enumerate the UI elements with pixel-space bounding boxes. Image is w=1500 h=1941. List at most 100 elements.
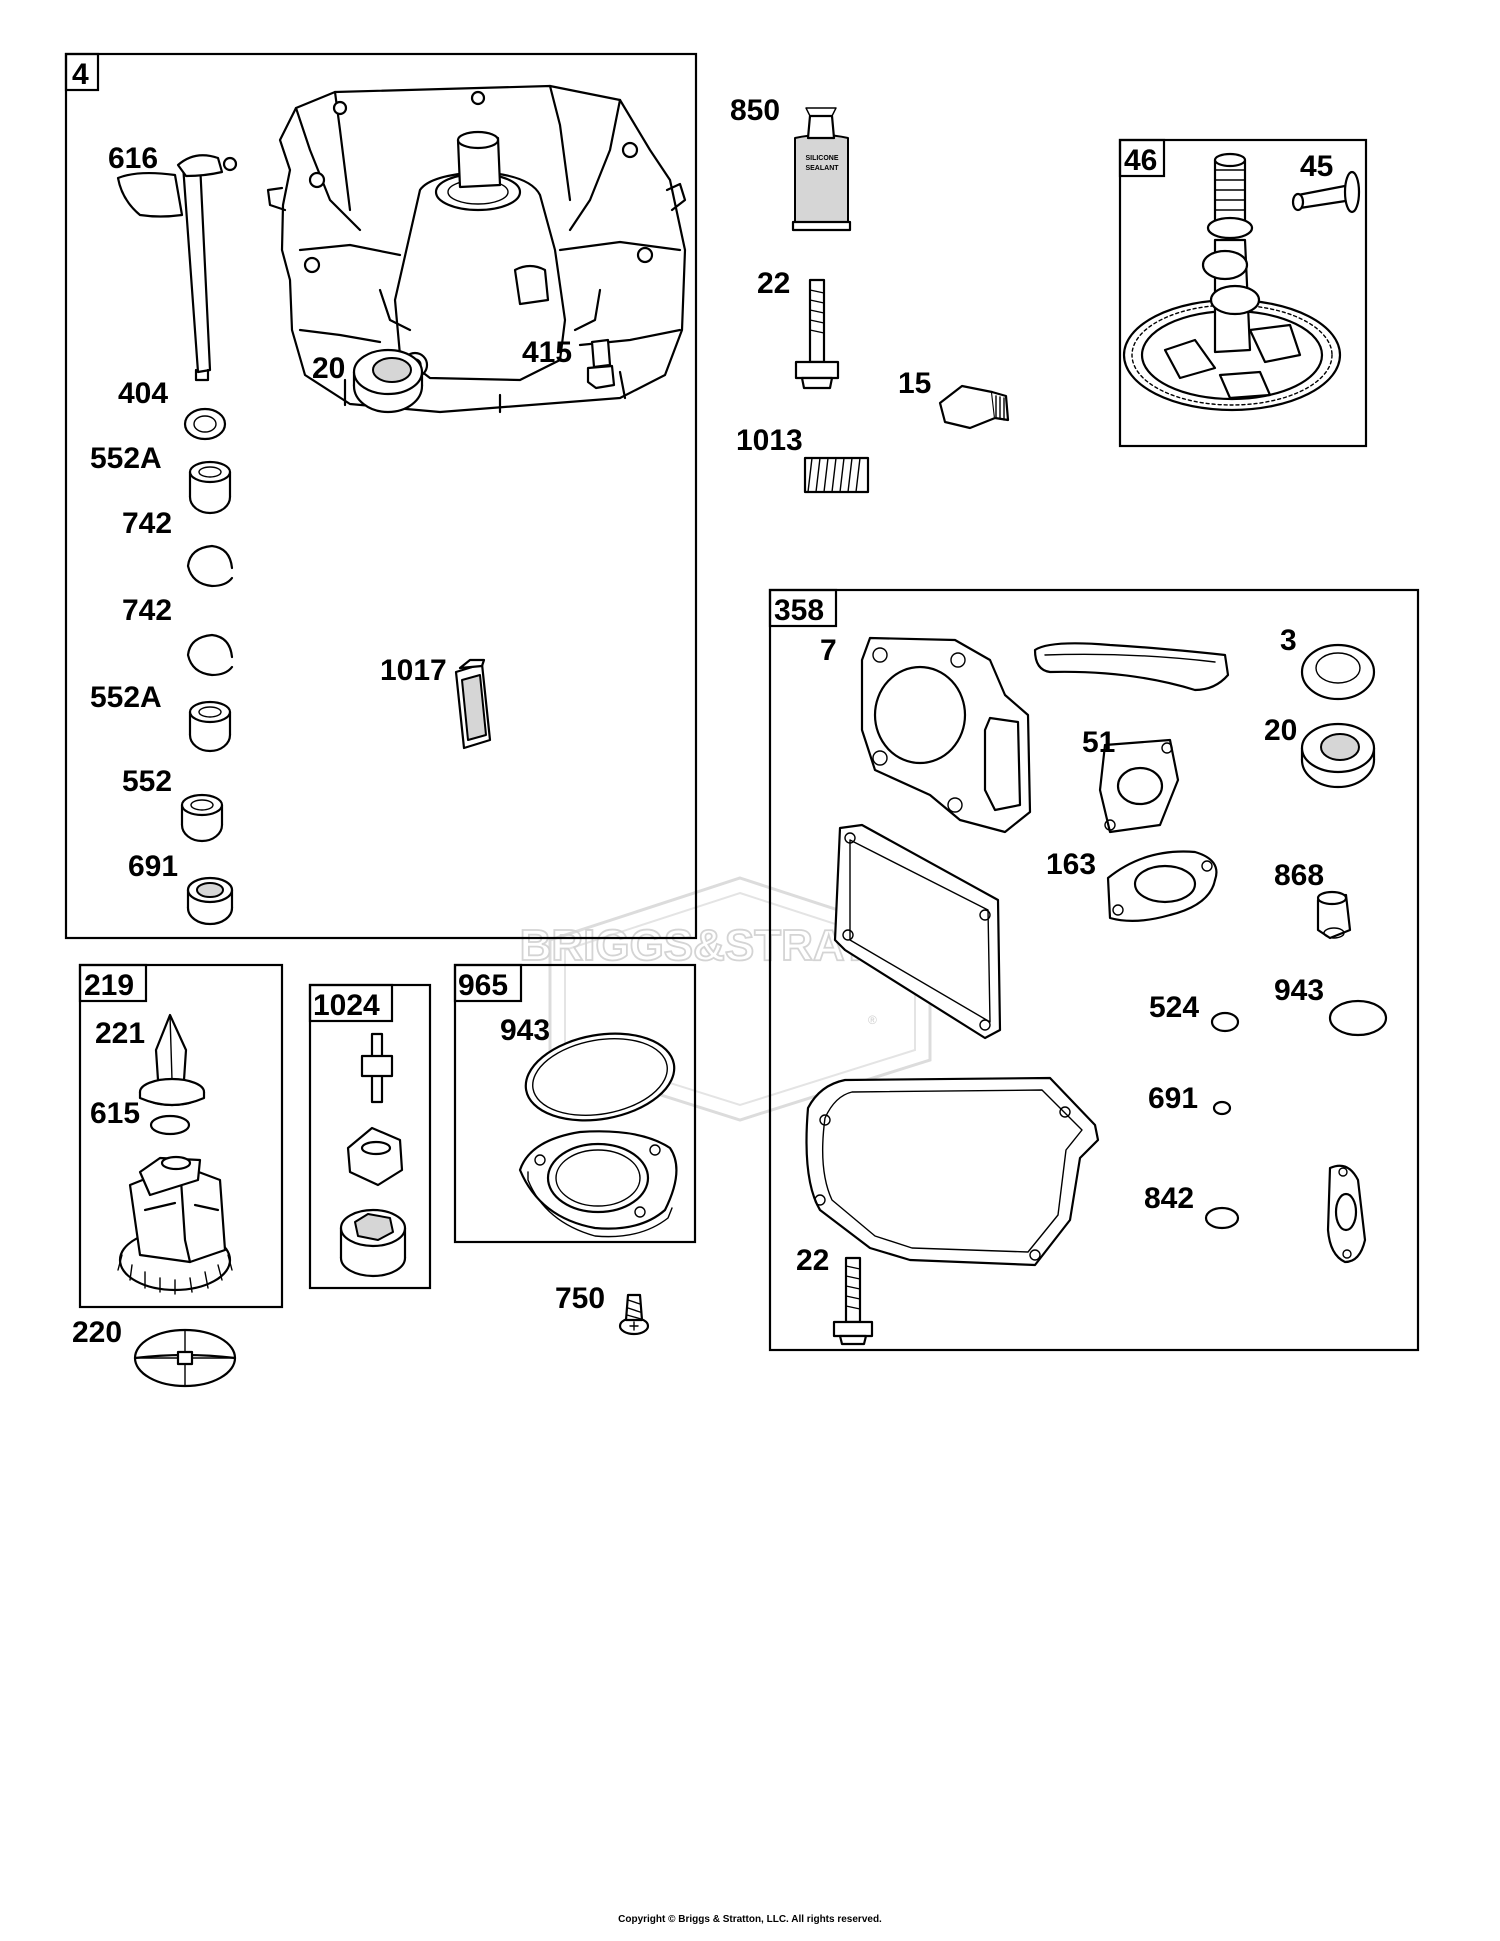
label-1013[interactable]: 1013 bbox=[736, 424, 803, 457]
part-20-oil-seal-gasket-set[interactable] bbox=[1300, 722, 1376, 789]
group-1024: 1024 bbox=[308, 983, 432, 1290]
label-22-gasket-set[interactable]: 22 bbox=[796, 1244, 829, 1277]
group-1024-tag[interactable]: 1024 bbox=[313, 989, 380, 1022]
group-4-tag-box bbox=[64, 52, 100, 92]
part-615-retainer[interactable] bbox=[149, 1114, 191, 1136]
label-404[interactable]: 404 bbox=[118, 377, 168, 410]
label-1017[interactable]: 1017 bbox=[380, 654, 447, 687]
label-691[interactable]: 691 bbox=[128, 850, 178, 883]
group-965-frame bbox=[453, 963, 697, 1244]
part-524-oring[interactable] bbox=[1210, 1011, 1240, 1033]
label-163[interactable]: 163 bbox=[1046, 848, 1096, 881]
group-46-frame bbox=[1118, 138, 1368, 448]
part-842-oring[interactable] bbox=[1204, 1206, 1240, 1230]
group-358: 358 7 3 20 bbox=[768, 588, 1420, 1352]
part-691-small-seal[interactable] bbox=[1212, 1100, 1232, 1116]
sealant-tube-text-2: SEALANT bbox=[805, 165, 839, 172]
part-850-sealant-tube[interactable]: SILICONE SEALANT bbox=[791, 107, 852, 232]
part-51-gasket[interactable] bbox=[1098, 738, 1180, 834]
part-exhaust-gasket[interactable] bbox=[1326, 1164, 1367, 1264]
label-22-top[interactable]: 22 bbox=[757, 267, 790, 300]
group-46-tag[interactable]: 46 bbox=[1124, 144, 1157, 177]
group-1024-tag-box bbox=[308, 983, 394, 1023]
part-7-head-gasket[interactable] bbox=[860, 636, 1032, 834]
label-51[interactable]: 51 bbox=[1082, 726, 1115, 759]
label-220[interactable]: 220 bbox=[72, 1316, 122, 1349]
part-163-gasket[interactable] bbox=[1106, 850, 1218, 922]
watermark-registered-mark: ® bbox=[868, 1013, 877, 1027]
group-4: 4 bbox=[64, 52, 698, 940]
group-219-tag[interactable]: 219 bbox=[84, 969, 134, 1002]
label-868[interactable]: 868 bbox=[1274, 859, 1324, 892]
label-750[interactable]: 750 bbox=[555, 1282, 605, 1315]
label-552[interactable]: 552 bbox=[122, 765, 172, 798]
part-oil-pump-shaft[interactable] bbox=[360, 1032, 394, 1104]
part-742-ering-lower[interactable] bbox=[186, 633, 234, 677]
group-358-tag-box bbox=[768, 588, 838, 628]
label-850[interactable]: 850 bbox=[730, 94, 780, 127]
label-552a-lower[interactable]: 552A bbox=[90, 681, 162, 714]
part-221-governor-cup[interactable] bbox=[138, 1013, 206, 1107]
group-965-tag-box bbox=[453, 963, 523, 1003]
part-crankcase-gasket[interactable] bbox=[805, 1076, 1100, 1267]
part-404-washer[interactable] bbox=[183, 407, 227, 441]
label-415[interactable]: 415 bbox=[522, 336, 572, 369]
label-221[interactable]: 221 bbox=[95, 1017, 145, 1050]
part-20-oil-seal[interactable] bbox=[352, 348, 424, 414]
group-358-frame bbox=[768, 588, 1420, 1352]
label-524[interactable]: 524 bbox=[1149, 991, 1199, 1024]
part-742-ering-upper[interactable] bbox=[186, 544, 234, 588]
label-615[interactable]: 615 bbox=[90, 1097, 140, 1130]
part-gasket-strip[interactable] bbox=[1033, 642, 1230, 692]
crankcase-cover-drawing bbox=[266, 84, 687, 414]
part-22-bolt-top[interactable] bbox=[794, 278, 840, 390]
part-616-governor-shaft[interactable] bbox=[116, 154, 238, 382]
label-943-pump[interactable]: 943 bbox=[500, 1014, 550, 1047]
part-camshaft-gear[interactable] bbox=[1122, 152, 1342, 412]
part-3-washer[interactable] bbox=[1300, 643, 1376, 701]
label-552a-upper[interactable]: 552A bbox=[90, 442, 162, 475]
label-742-lower[interactable]: 742 bbox=[122, 594, 172, 627]
label-943-gasket-set[interactable]: 943 bbox=[1274, 974, 1324, 1007]
part-552-bushing[interactable] bbox=[180, 793, 224, 843]
label-742-upper[interactable]: 742 bbox=[122, 507, 172, 540]
label-842[interactable]: 842 bbox=[1144, 1182, 1194, 1215]
part-868-valve-seal[interactable] bbox=[1316, 890, 1352, 940]
part-oil-pump-rotor-inner[interactable] bbox=[346, 1126, 404, 1187]
label-20-gasket-set[interactable]: 20 bbox=[1264, 714, 1297, 747]
group-46-tag-box bbox=[1118, 138, 1166, 178]
label-691-gasket-set[interactable]: 691 bbox=[1148, 1082, 1198, 1115]
part-691-seal[interactable] bbox=[186, 876, 234, 926]
part-943-pump-oring[interactable] bbox=[519, 1023, 681, 1132]
label-7[interactable]: 7 bbox=[820, 634, 837, 667]
part-220-oil-slinger[interactable] bbox=[133, 1328, 237, 1388]
part-552a-bushing-upper[interactable] bbox=[188, 460, 232, 515]
group-219-tag-box bbox=[78, 963, 148, 1003]
part-22-bolt-gasket-set[interactable] bbox=[832, 1256, 874, 1346]
part-943-oring-gasket-set[interactable] bbox=[1328, 999, 1388, 1037]
group-4-frame bbox=[64, 52, 698, 940]
part-415-plug[interactable] bbox=[586, 338, 616, 390]
part-rocker-cover-gasket[interactable] bbox=[833, 823, 1002, 1040]
label-20[interactable]: 20 bbox=[312, 352, 345, 385]
part-552a-bushing-lower[interactable] bbox=[188, 700, 232, 753]
label-616[interactable]: 616 bbox=[108, 142, 158, 175]
part-15-plug[interactable] bbox=[938, 384, 1010, 430]
group-965-tag[interactable]: 965 bbox=[458, 969, 508, 1002]
part-750-screw[interactable] bbox=[618, 1293, 650, 1336]
group-219: 219 221 615 bbox=[78, 963, 284, 1309]
group-46: 46 45 bbox=[1118, 138, 1368, 448]
label-45[interactable]: 45 bbox=[1300, 150, 1333, 183]
label-3[interactable]: 3 bbox=[1280, 624, 1297, 657]
part-governor-gear-assembly[interactable] bbox=[117, 1155, 233, 1295]
group-358-tag[interactable]: 358 bbox=[774, 594, 824, 627]
sealant-tube-text-1: SILICONE bbox=[805, 155, 838, 162]
part-pump-cover-plate[interactable] bbox=[518, 1130, 678, 1238]
part-oil-pump-rotor-outer[interactable] bbox=[339, 1208, 407, 1278]
part-1017-breather[interactable] bbox=[454, 658, 492, 750]
group-4-tag[interactable]: 4 bbox=[72, 58, 89, 91]
part-45-pin[interactable] bbox=[1291, 170, 1361, 214]
part-1013-dowel[interactable] bbox=[803, 456, 870, 494]
label-15[interactable]: 15 bbox=[898, 367, 931, 400]
